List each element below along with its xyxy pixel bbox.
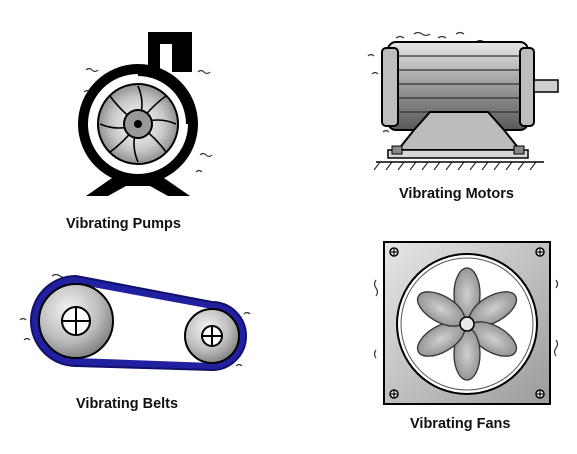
fans-panel: Vibrating Fans — [288, 230, 577, 454]
belts-caption: Vibrating Belts — [76, 396, 179, 412]
belts-panel: Vibrating Belts — [0, 230, 288, 454]
motors-caption: Vibrating Motors — [399, 186, 514, 202]
motor-icon — [367, 31, 559, 171]
fans-caption: Vibrating Fans — [410, 416, 511, 432]
belt-drive-icon — [19, 273, 251, 372]
motor-panel: Vibrating Motors — [288, 0, 577, 230]
pump-icon — [78, 32, 213, 196]
pump-panel: Vibrating Pumps — [0, 0, 288, 232]
fan-icon — [373, 241, 559, 405]
pumps-caption: Vibrating Pumps — [66, 216, 181, 232]
